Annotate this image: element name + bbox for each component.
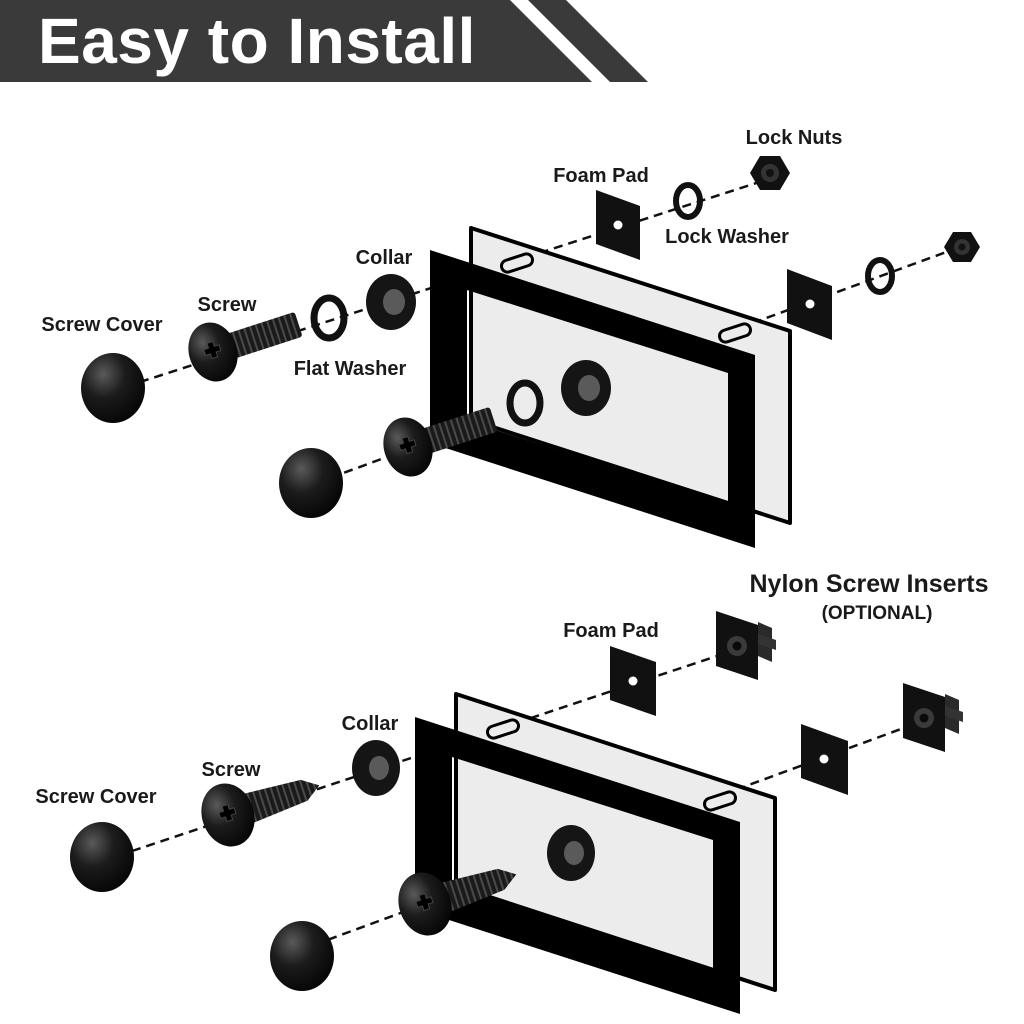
label-screw: Screw bbox=[202, 759, 261, 781]
screw-cover-icon bbox=[270, 921, 334, 991]
lock-nut-icon bbox=[750, 156, 790, 190]
foam-pad-icon bbox=[596, 190, 640, 260]
screw-icon bbox=[201, 779, 320, 847]
banner-title: Easy to Install bbox=[38, 5, 476, 77]
label-screw-cover: Screw Cover bbox=[35, 786, 156, 808]
label-collar: Collar bbox=[356, 247, 413, 269]
banner bbox=[0, 0, 648, 82]
screw-icon bbox=[188, 312, 302, 382]
screw-icon bbox=[383, 407, 497, 477]
bottom-license-frame bbox=[415, 717, 740, 1014]
label-collar: Collar bbox=[342, 713, 399, 735]
collar-icon bbox=[561, 360, 611, 416]
screw-cover-icon bbox=[279, 448, 343, 518]
collar-icon bbox=[352, 740, 400, 796]
screw-icon bbox=[398, 868, 517, 936]
label-nylon-screw-inserts: Nylon Screw Inserts bbox=[750, 570, 989, 598]
plate-slot-icon bbox=[717, 322, 753, 344]
label-flat-washer: Flat Washer bbox=[294, 358, 407, 380]
bottom-assembly: Nylon Screw Inserts (OPTIONAL) Foam Pad … bbox=[35, 570, 988, 1014]
foam-pad-icon bbox=[801, 724, 848, 795]
banner-stripe bbox=[528, 0, 648, 82]
label-lock-washer: Lock Washer bbox=[665, 226, 789, 248]
plate-slot-icon bbox=[485, 718, 521, 740]
flat-washer-icon bbox=[506, 379, 544, 427]
label-screw-cover: Screw Cover bbox=[41, 314, 162, 336]
collar-icon bbox=[366, 274, 416, 330]
label-lock-nuts: Lock Nuts bbox=[746, 127, 843, 149]
label-foam-pad: Foam Pad bbox=[553, 165, 649, 187]
foam-pad-icon bbox=[610, 646, 656, 716]
nylon-insert-icon bbox=[903, 683, 963, 752]
label-optional: (OPTIONAL) bbox=[822, 603, 933, 624]
screw-cover-icon bbox=[70, 822, 134, 892]
collar-icon bbox=[547, 825, 595, 881]
screw-cover-icon bbox=[81, 353, 145, 423]
label-foam-pad: Foam Pad bbox=[563, 620, 659, 642]
plate-slot-icon bbox=[702, 790, 738, 812]
foam-pad-icon bbox=[787, 269, 832, 340]
lock-nut-icon bbox=[944, 232, 980, 262]
plate-slot-icon bbox=[499, 252, 535, 274]
lock-washer-icon bbox=[673, 182, 703, 220]
banner-background bbox=[0, 0, 592, 82]
top-license-frame bbox=[430, 250, 755, 548]
label-screw: Screw bbox=[198, 294, 257, 316]
nylon-insert-icon bbox=[716, 611, 776, 680]
flat-washer-icon bbox=[310, 294, 348, 342]
lock-washer-icon bbox=[865, 257, 895, 295]
top-assembly: Lock Nuts Foam Pad Lock Washer Collar Sc… bbox=[41, 127, 980, 548]
